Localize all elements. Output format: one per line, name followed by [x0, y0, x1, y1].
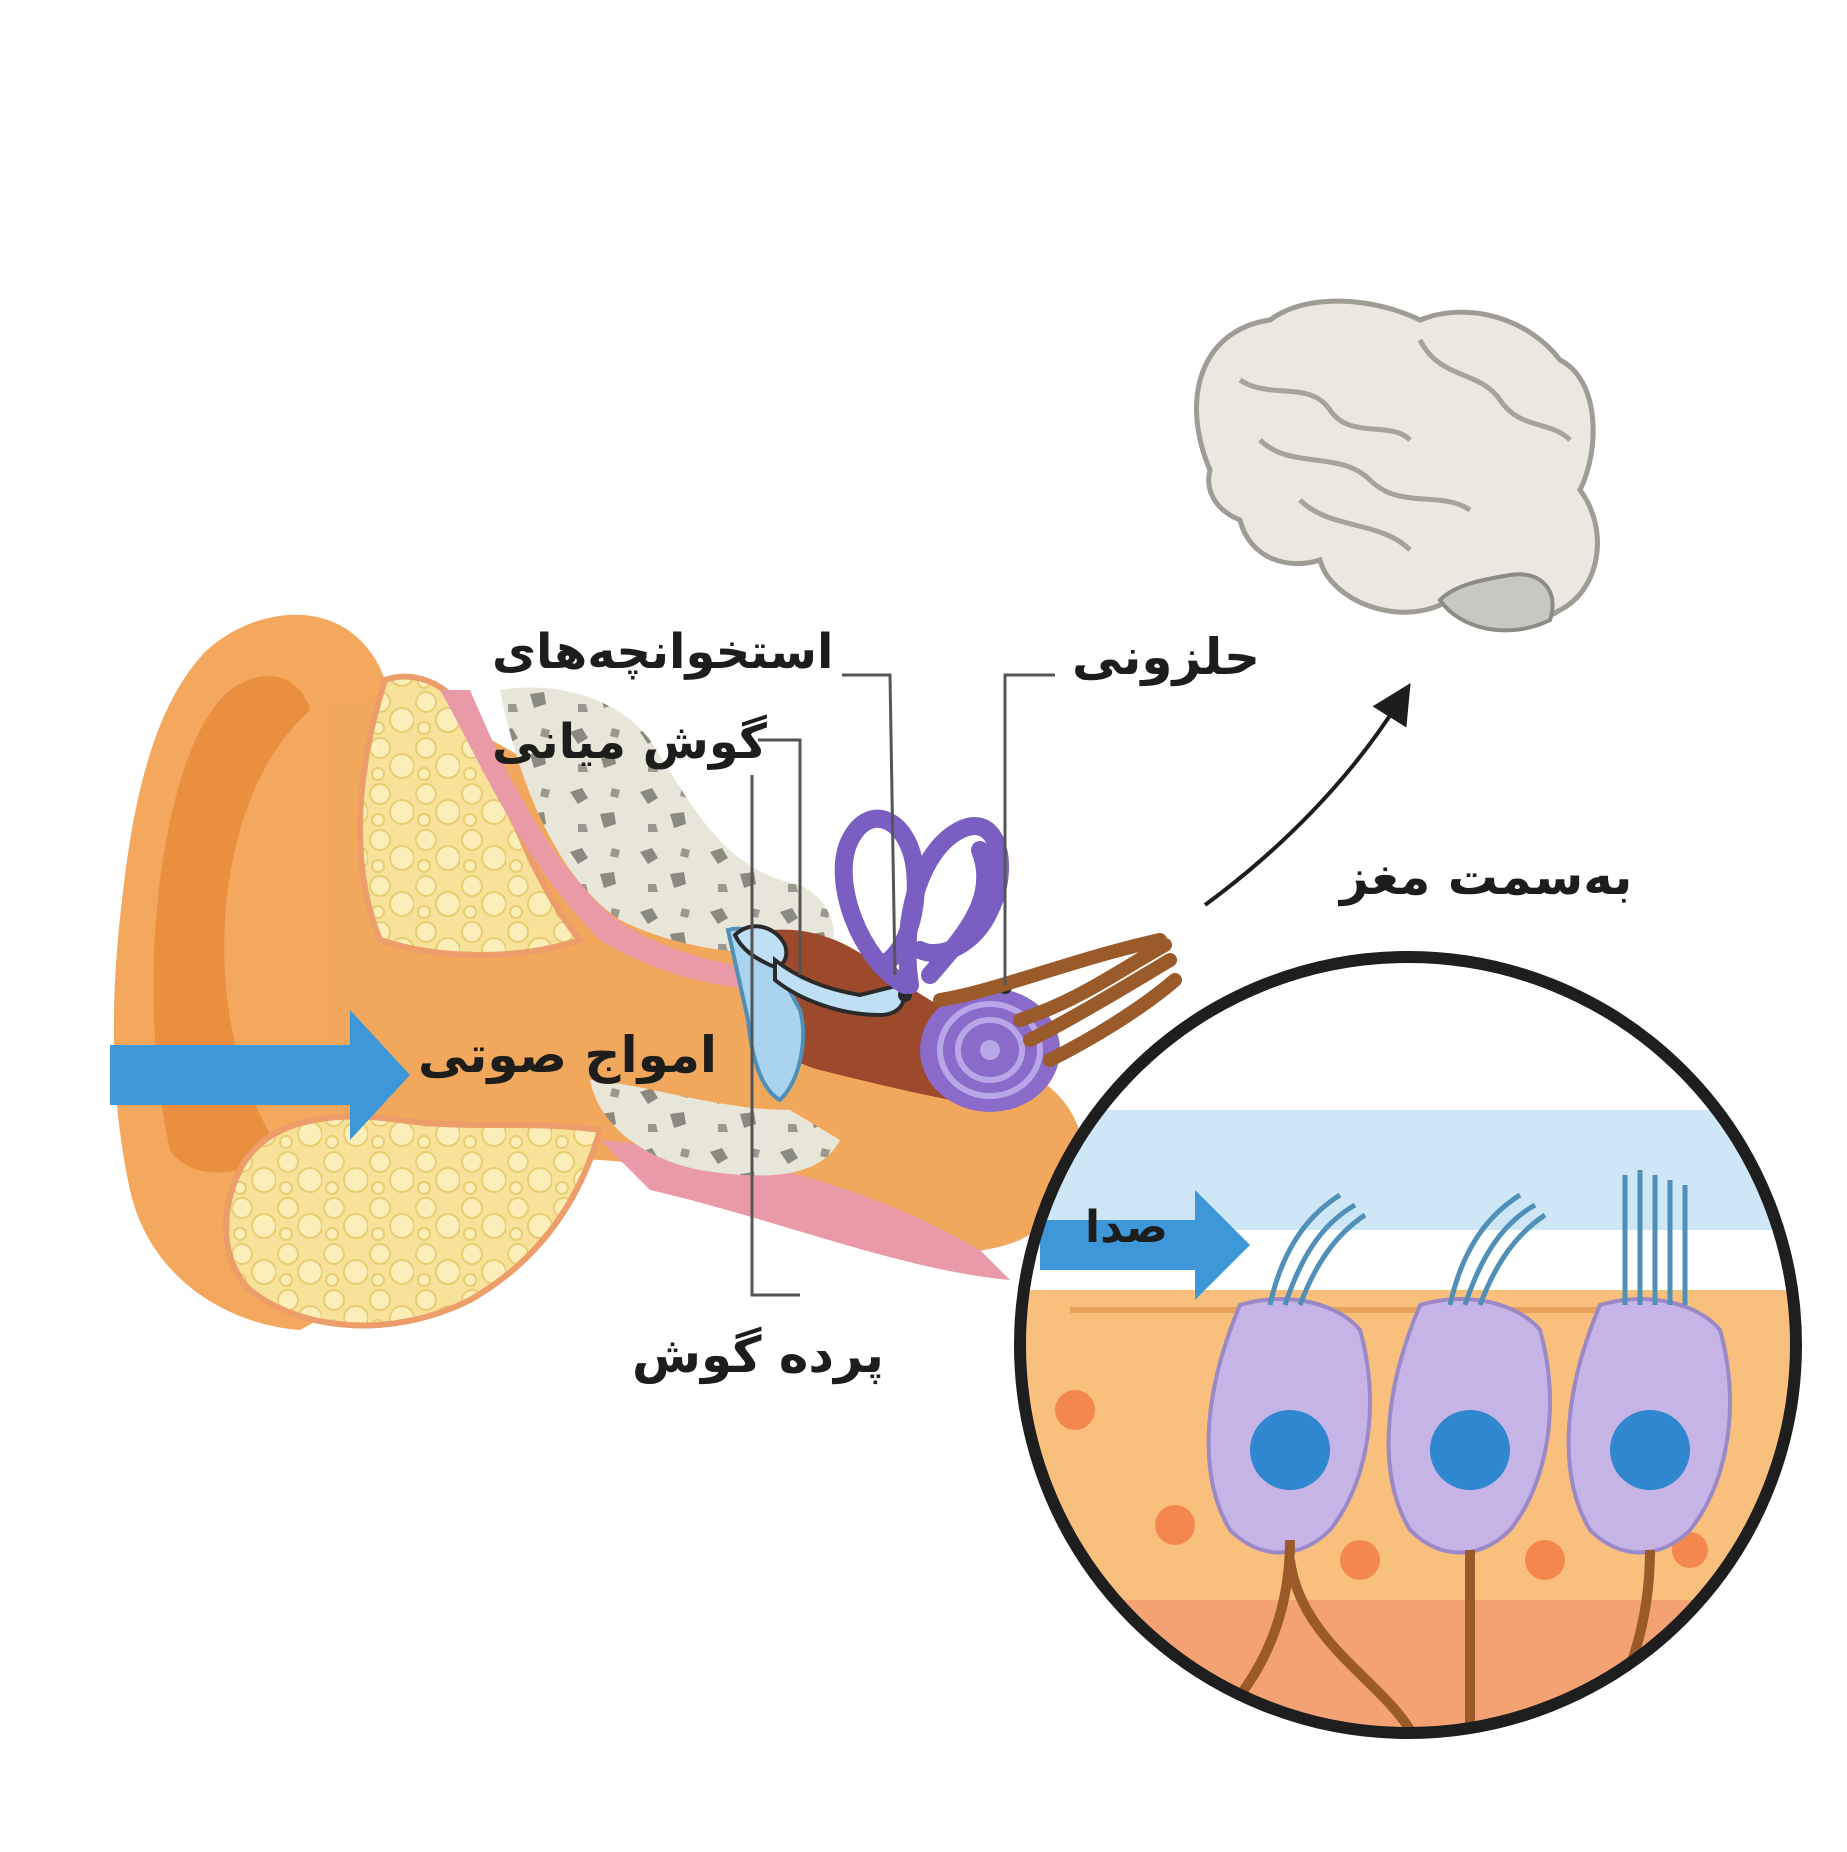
label-eardrum: پرده گوش	[632, 1330, 884, 1380]
semicircular-canals	[844, 819, 1000, 985]
label-sound: صدا	[1085, 1206, 1168, 1250]
label-to-brain: به‌سمت مغز	[1340, 852, 1632, 902]
label-sound-waves: امواج صوتی	[418, 1030, 717, 1080]
label-cochlea: حلزونی	[1072, 632, 1260, 682]
brain-icon	[1197, 301, 1598, 630]
label-ossicles-line1: استخوانچه‌های	[492, 628, 833, 676]
fat-tissue-lower	[226, 1117, 600, 1326]
label-ossicles-line2: گوش میانی	[492, 718, 767, 766]
